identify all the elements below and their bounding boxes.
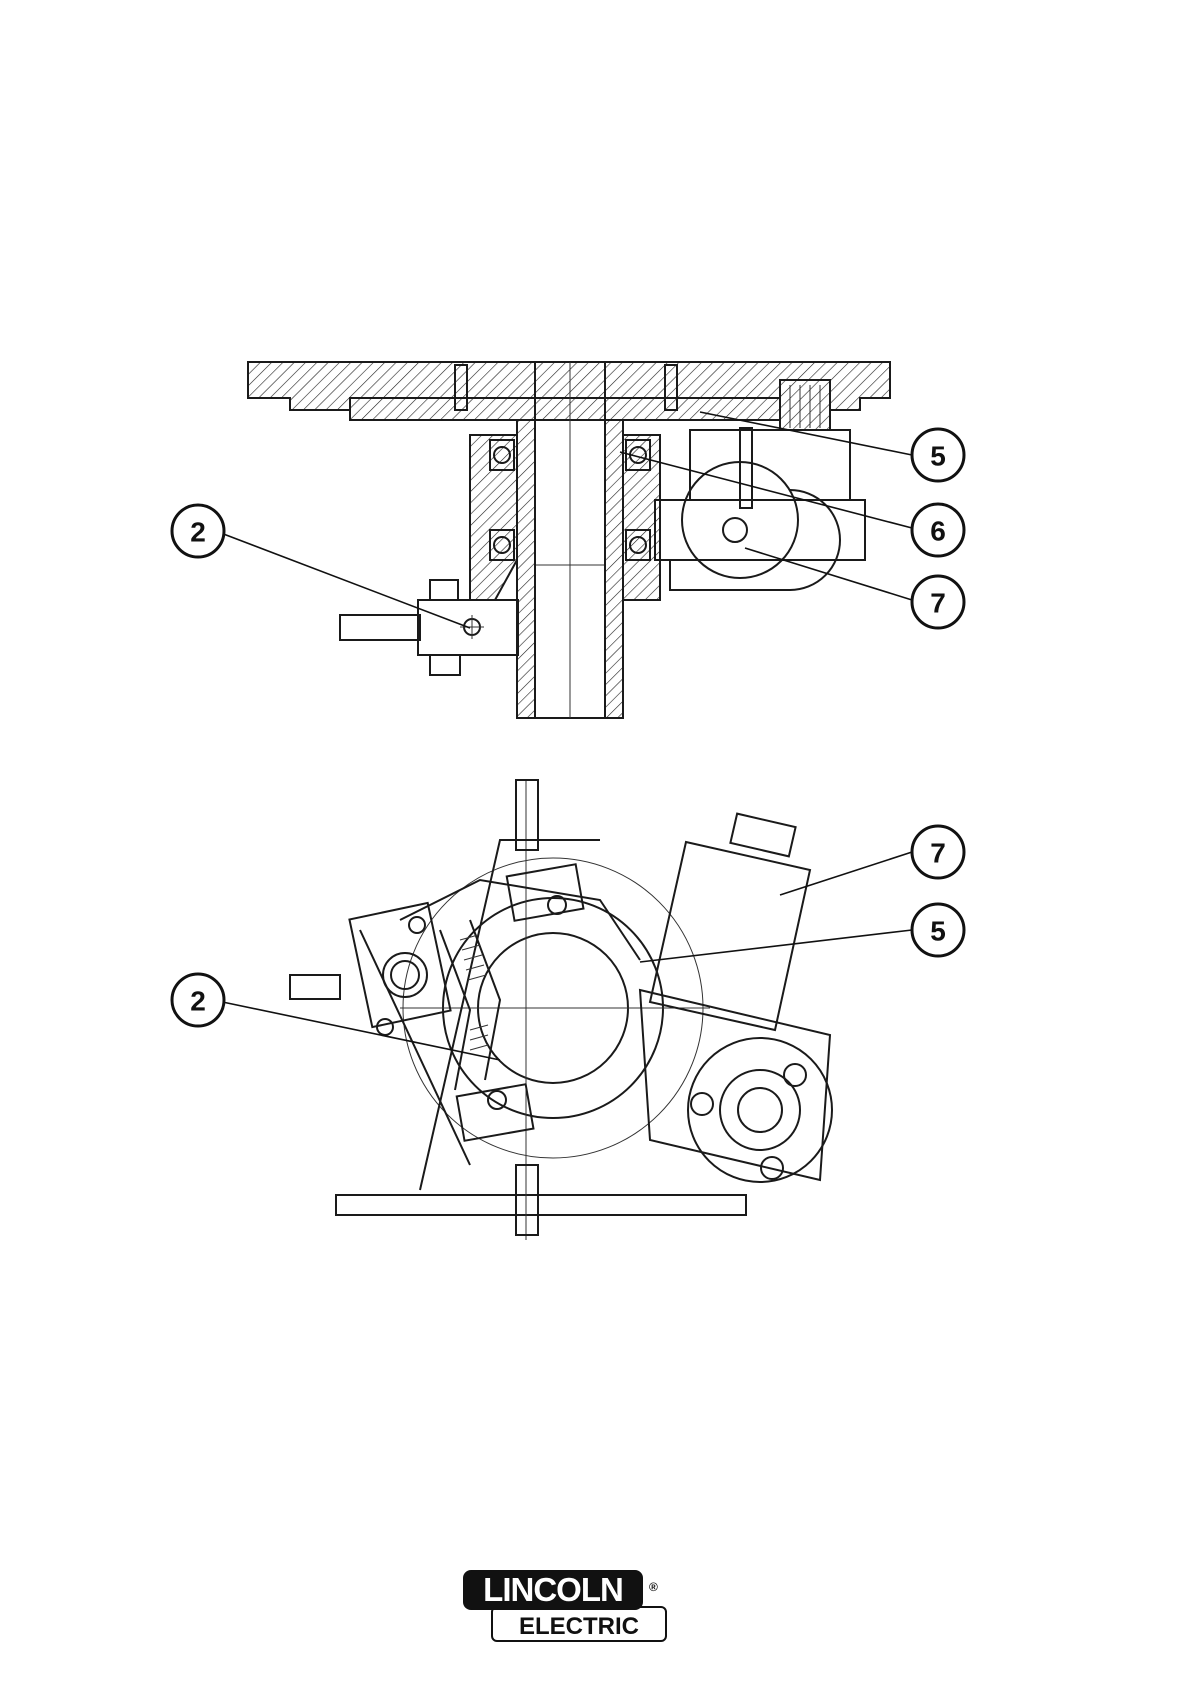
hub-right bbox=[605, 420, 623, 718]
hub-left bbox=[517, 420, 535, 718]
motor bbox=[640, 814, 832, 1182]
plan-view bbox=[213, 780, 912, 1240]
svg-text:7: 7 bbox=[930, 588, 946, 619]
callout-7-top: 7 bbox=[912, 576, 964, 628]
callout-2-top: 2 bbox=[172, 505, 224, 557]
callout-6-top: 6 bbox=[912, 504, 964, 556]
base-plate bbox=[336, 1195, 746, 1215]
svg-text:2: 2 bbox=[190, 517, 206, 548]
logo-line2: ELECTRIC bbox=[491, 1606, 667, 1642]
svg-text:7: 7 bbox=[930, 838, 946, 869]
lincoln-electric-logo: ELECTRIC LINCOLN ® bbox=[463, 1570, 671, 1644]
callout-5-top: 5 bbox=[912, 429, 964, 481]
bearing-housing bbox=[470, 435, 517, 600]
callout-7-bottom: 7 bbox=[912, 826, 964, 878]
logo-line1: LINCOLN bbox=[463, 1570, 643, 1610]
callout-2-bottom: 2 bbox=[172, 974, 224, 1026]
svg-text:5: 5 bbox=[930, 441, 946, 472]
svg-text:5: 5 bbox=[930, 916, 946, 947]
registered-mark: ® bbox=[649, 1580, 658, 1594]
flange-plate bbox=[350, 398, 780, 420]
svg-text:2: 2 bbox=[190, 986, 206, 1017]
callout-5-bottom: 5 bbox=[912, 904, 964, 956]
section-view bbox=[213, 362, 912, 718]
svg-text:6: 6 bbox=[930, 516, 946, 547]
